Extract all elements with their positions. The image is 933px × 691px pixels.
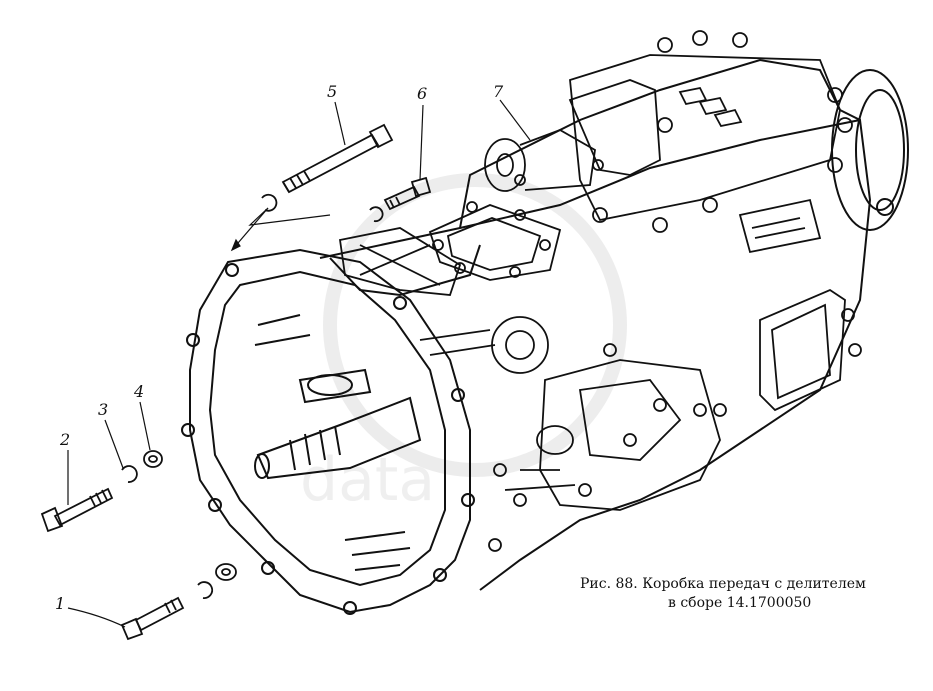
lock-washer-1 bbox=[197, 581, 214, 599]
callout-5: 5 bbox=[327, 82, 338, 101]
divider-valve-block bbox=[419, 316, 727, 552]
leader-line-7 bbox=[499, 99, 531, 141]
leader-line-6 bbox=[419, 104, 424, 181]
caption-line-1: Рис. 88. Коробка передач с делителем bbox=[580, 576, 866, 592]
callout-6: 6 bbox=[417, 84, 428, 103]
leader-line-1 bbox=[67, 607, 126, 628]
lock-washer-3 bbox=[121, 465, 138, 483]
side-cover bbox=[759, 288, 862, 412]
nameplate bbox=[738, 198, 822, 254]
bolt-5 bbox=[281, 123, 394, 194]
callout-1: 1 bbox=[55, 594, 66, 613]
watermark-logo: data bbox=[300, 173, 627, 515]
leader-lines bbox=[67, 99, 531, 628]
callout-2: 2 bbox=[60, 430, 71, 449]
leader-line-5 bbox=[334, 101, 346, 146]
leader-line-3 bbox=[104, 419, 124, 469]
bolt-1 bbox=[120, 596, 185, 641]
bolt-6 bbox=[383, 176, 432, 211]
callout-4: 4 bbox=[134, 382, 145, 401]
callout-3: 3 bbox=[98, 400, 109, 419]
washer-5 bbox=[261, 193, 278, 212]
flat-washer-4 bbox=[143, 450, 163, 468]
caption-line-2: в сборе 14.1700050 bbox=[668, 594, 812, 611]
input-shaft bbox=[254, 368, 422, 480]
air-pipe-flange bbox=[484, 79, 661, 192]
figure-caption: Рис. 88. Коробка передач с делителем в с… bbox=[580, 575, 866, 613]
watermark-text: data bbox=[300, 445, 435, 515]
leader-arrow-b bbox=[248, 207, 331, 226]
callout-7: 7 bbox=[493, 82, 504, 101]
bellhousing bbox=[181, 248, 475, 615]
inspection-cover bbox=[428, 201, 562, 281]
flat-washer-1 bbox=[215, 563, 237, 581]
leader-line-4 bbox=[139, 401, 151, 451]
breather-plate bbox=[338, 227, 462, 296]
bolt-2 bbox=[40, 487, 114, 533]
washer-6 bbox=[369, 206, 384, 223]
